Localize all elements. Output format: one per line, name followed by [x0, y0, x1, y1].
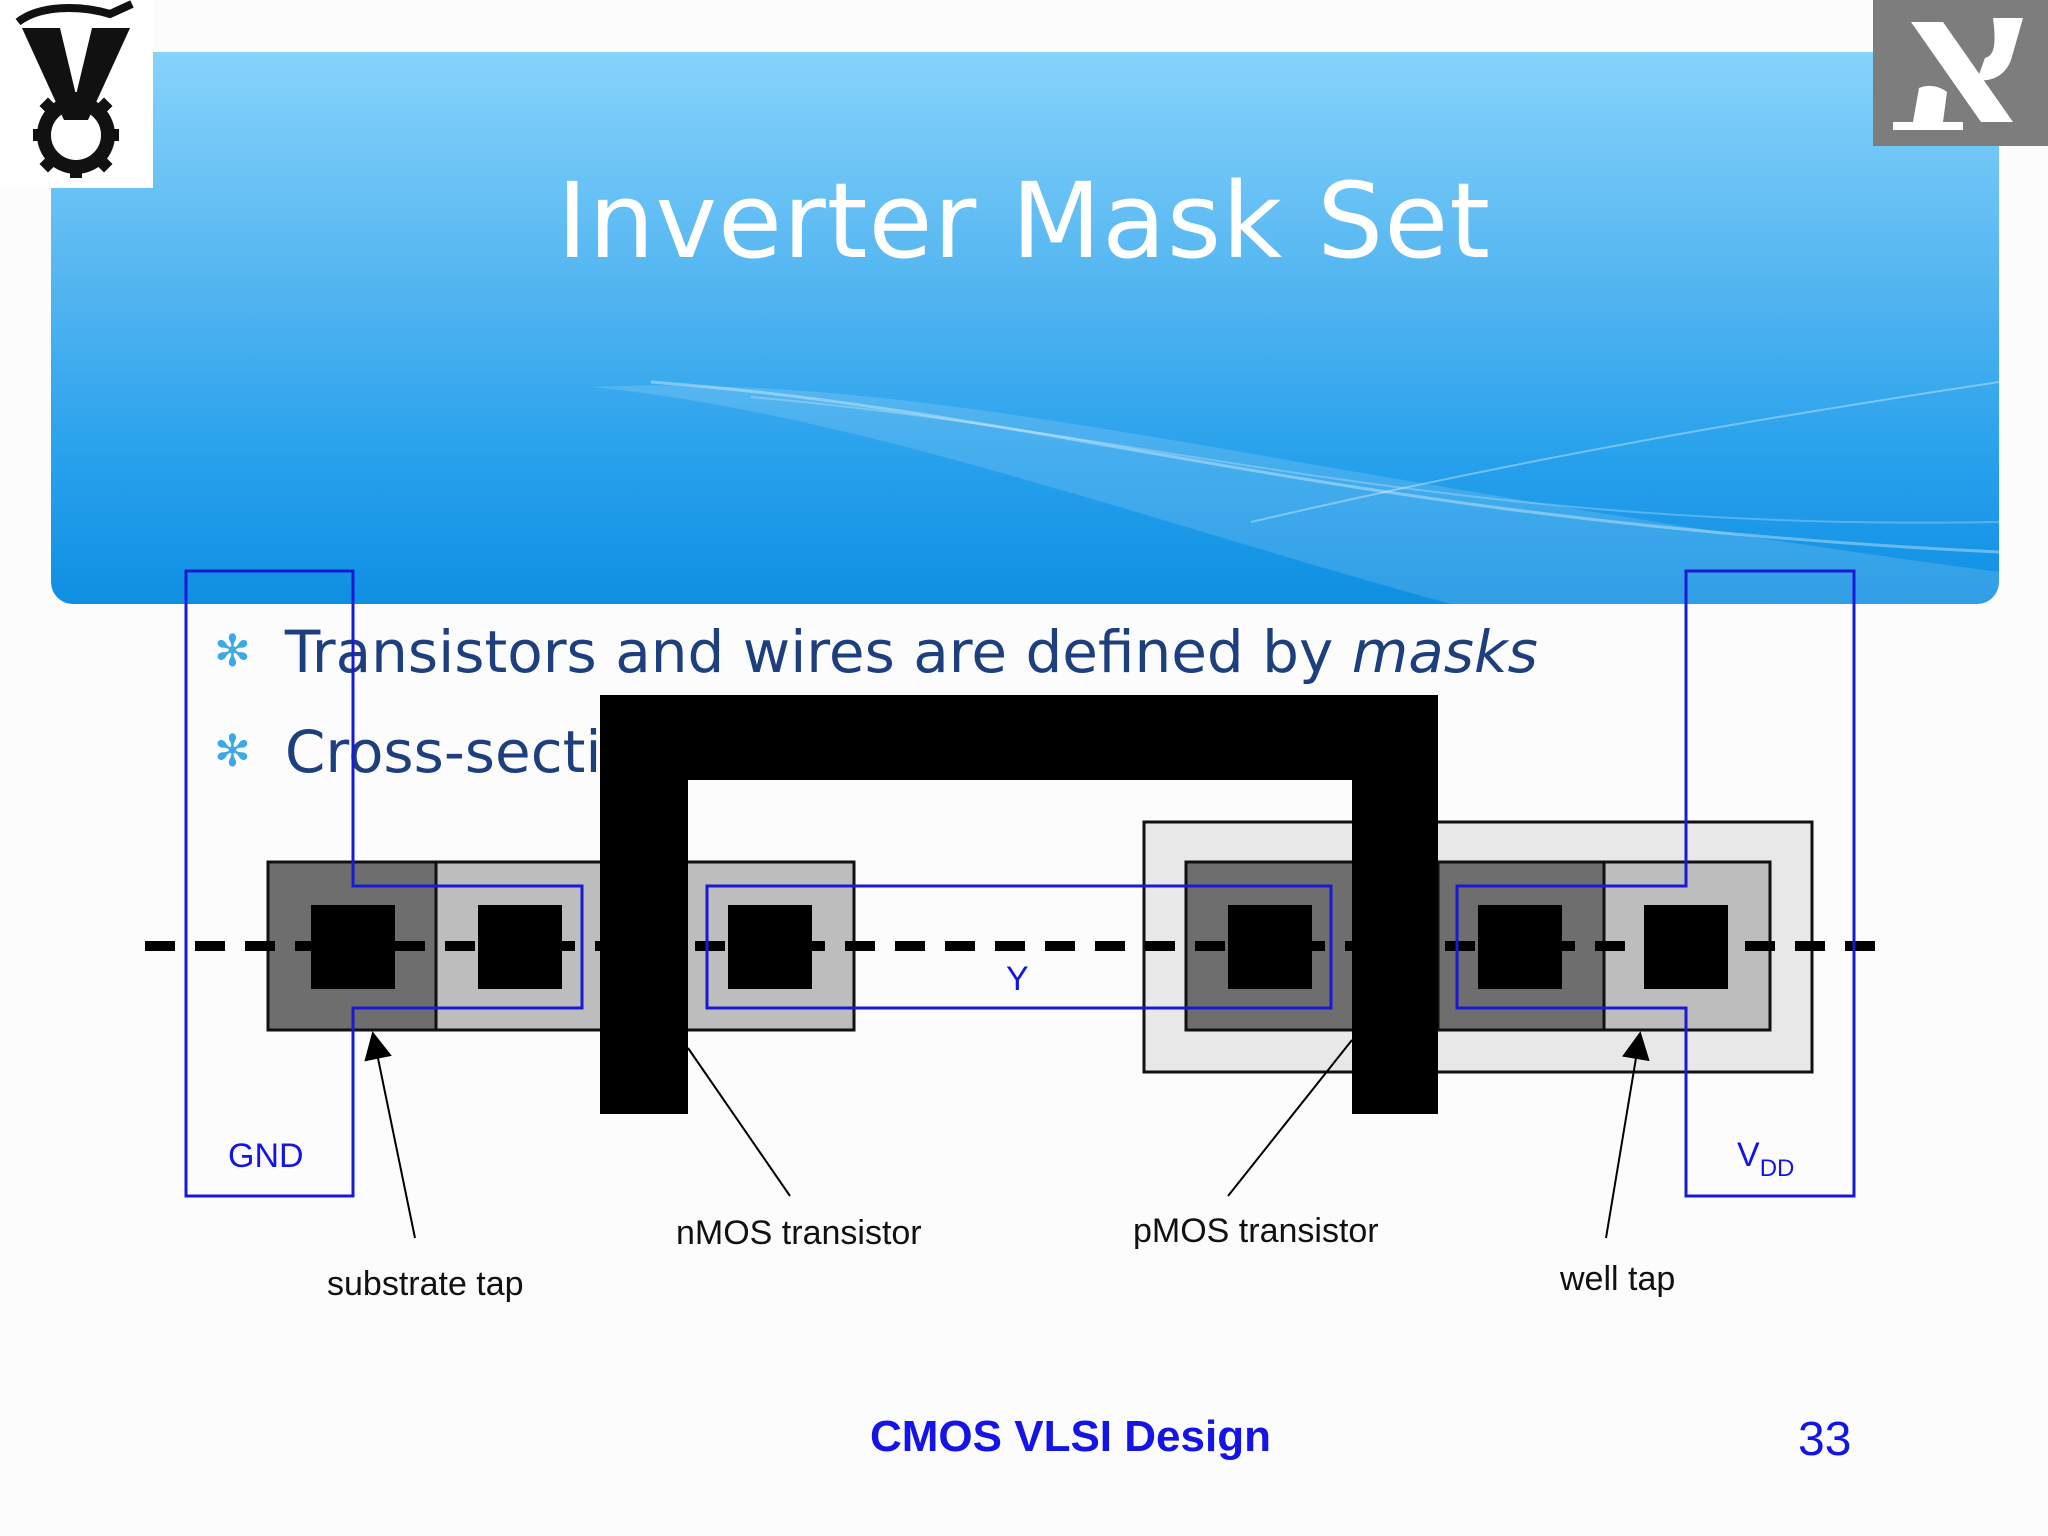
substrate-tap-label: substrate tap [327, 1265, 524, 1303]
bullet-item: ✻ Transistors and wires are defined by ma… [214, 618, 1538, 686]
title-banner [51, 52, 1999, 604]
hebrew-letter-logo [1873, 0, 2048, 146]
y-label: Y [1006, 960, 1029, 998]
well-tap-label: well tap [1559, 1260, 1675, 1298]
polysilicon-gate [600, 695, 1438, 1114]
bullet-item: ✻ Cross-sectio [214, 718, 637, 786]
bullet-text: Transistors and wires are defined by [284, 618, 1352, 686]
nmos-label: nMOS transistor [676, 1214, 922, 1252]
asterisk-bullet-icon: ✻ [214, 726, 251, 777]
wave-decoration [591, 380, 1999, 604]
contact [1644, 905, 1728, 989]
bullet-text: Cross-sectio [284, 718, 637, 786]
metal-gnd [184, 569, 584, 1198]
contact [728, 905, 812, 989]
slide-title: Inverter Mask Set [556, 160, 1492, 282]
contact [1228, 905, 1312, 989]
vdd-label: VDD [1737, 1136, 1794, 1182]
pmos-pointer [1227, 1039, 1353, 1197]
metal-vdd [1455, 569, 1856, 1198]
contact [311, 905, 395, 989]
footer-title: CMOS VLSI Design [870, 1412, 1271, 1461]
contact [478, 905, 562, 989]
contact [1478, 905, 1562, 989]
asterisk-bullet-icon: ✻ [214, 626, 251, 677]
well-tap-pointer [1605, 1031, 1650, 1239]
pmos-label: pMOS transistor [1133, 1212, 1379, 1250]
substrate-tap-pointer [364, 1031, 416, 1239]
nmos-pointer [687, 1047, 791, 1197]
technion-logo [0, 0, 153, 188]
metal-y [705, 884, 1333, 1010]
bullet-emphasis: masks [1351, 618, 1538, 686]
gnd-label: GND [228, 1137, 304, 1175]
page-number: 33 [1798, 1413, 1852, 1466]
